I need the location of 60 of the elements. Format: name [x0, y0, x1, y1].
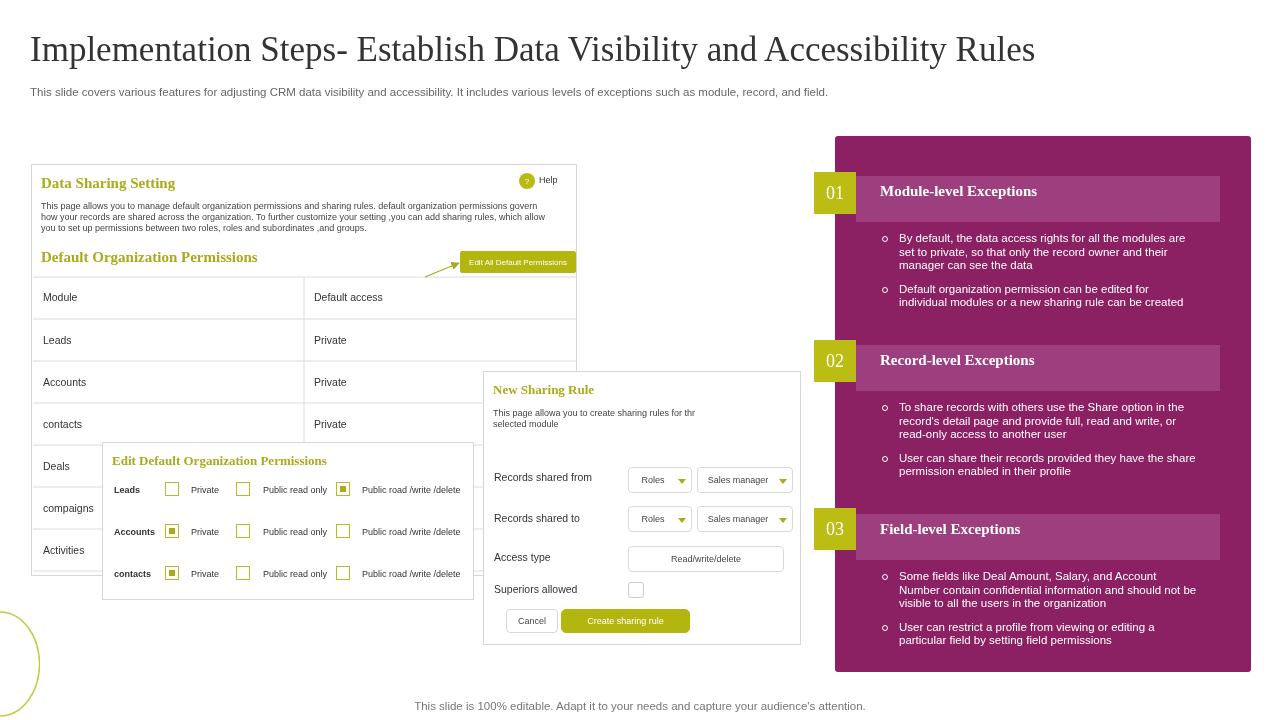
dropdown: Roles	[628, 506, 692, 532]
table-text: Private	[314, 376, 347, 388]
field-label: Superiors allowed	[494, 583, 578, 595]
section-heading: Module-level Exceptions	[856, 176, 1220, 222]
table-text: Deals	[43, 460, 70, 472]
input-field: Read/write/delete	[628, 546, 784, 572]
bullet-text: To share records with others use the Share option in the record's detail page and provide full, read and write, or read-only access to another user	[899, 401, 1185, 440]
option-label: Private	[191, 485, 219, 495]
module-label: Accounts	[114, 527, 155, 537]
option-label: Public road /write /delete	[362, 569, 461, 579]
option-label: Public road /write /delete	[362, 527, 461, 537]
table-text: Activities	[43, 544, 85, 556]
section-heading: Record-level Exceptions	[856, 345, 1220, 391]
table-text: Private	[314, 334, 347, 346]
field-label: Records shared to	[494, 512, 580, 524]
table-text: Accounts	[43, 376, 87, 388]
option-label: Public read only	[263, 485, 328, 495]
panel-heading: New Sharing Rule	[493, 382, 595, 398]
table-text: Leads	[43, 334, 72, 346]
bullet-text: By default, the data access rights for all the modules are set to private, so that only the record owner and their manager can see the data	[899, 232, 1186, 271]
dialog-panel	[483, 371, 801, 645]
help-label: Help	[539, 175, 558, 185]
table-text: Private	[314, 418, 347, 430]
option-label: Private	[191, 569, 219, 579]
table-text: Module	[43, 291, 78, 303]
field-label: Access type	[494, 551, 551, 563]
panel-heading: Data Sharing Setting	[41, 175, 176, 192]
cancel-button: Cancel	[506, 609, 558, 633]
subtitle: This slide covers various features for adjusting CRM data visibility and accessibility. It includes various levels of exceptions such as module, record, and field.	[30, 86, 829, 98]
description-text: This page allows you to manage default organization permissions and sharing rules. default organization permissions govern how your records are shared across the organization. To further customize your setting ,you can add sharing rules, which allow you to set up permissions between two roles, roles and subordinates ,and groups.	[41, 201, 547, 234]
bullet-text: Default organization permission can be edited for individual modules or a new sharing rule can be created	[899, 282, 1184, 308]
section-heading: Field-level Exceptions	[856, 514, 1220, 560]
edit-button: Edit All Default Permissions	[460, 251, 576, 273]
arrow	[424, 262, 460, 278]
option-label: Public read only	[263, 569, 328, 579]
create-button: Create sharing rule	[561, 609, 690, 633]
step-number: 02	[814, 340, 856, 382]
description-text: This page allowa you to create sharing rules for thr selected module	[493, 408, 697, 430]
step-number: 01	[814, 172, 856, 214]
table-text: Default access	[314, 291, 383, 303]
panel-heading: Default Organization Permissions	[41, 249, 258, 266]
option-label: Public road /write /delete	[362, 485, 461, 495]
slide-title: Implementation Steps- Establish Data Visibility and Accessibility Rules	[30, 30, 1036, 70]
module-label: Leads	[114, 485, 140, 495]
field-label: Records shared from	[494, 471, 593, 483]
step-number: 03	[814, 508, 856, 550]
bullet-text: User can share their records provided they have the share permission enabled in their profile	[899, 451, 1196, 477]
option-label: Public read only	[263, 527, 328, 537]
module-label: contacts	[114, 569, 151, 579]
dropdown: Sales manager	[697, 506, 793, 532]
bullet-text: User can restrict a profile from viewing or editing a particular field by setting field permissions	[899, 620, 1155, 646]
dropdown: Roles	[628, 467, 692, 493]
option-label: Private	[191, 527, 219, 537]
bullet-text: Some fields like Deal Amount, Salary, and Account Number contain confidential information and should not be visible to all the users in the organization	[899, 570, 1197, 609]
footer-note: This slide is 100% editable. Adapt it to your needs and capture your audience's attention.	[413, 700, 867, 712]
table-text: contacts	[43, 418, 83, 430]
dialog-panel	[102, 442, 474, 600]
help-icon: ?	[519, 173, 535, 189]
dropdown: Sales manager	[697, 467, 793, 493]
panel-heading: Edit Default Organization Permissions	[112, 453, 327, 469]
